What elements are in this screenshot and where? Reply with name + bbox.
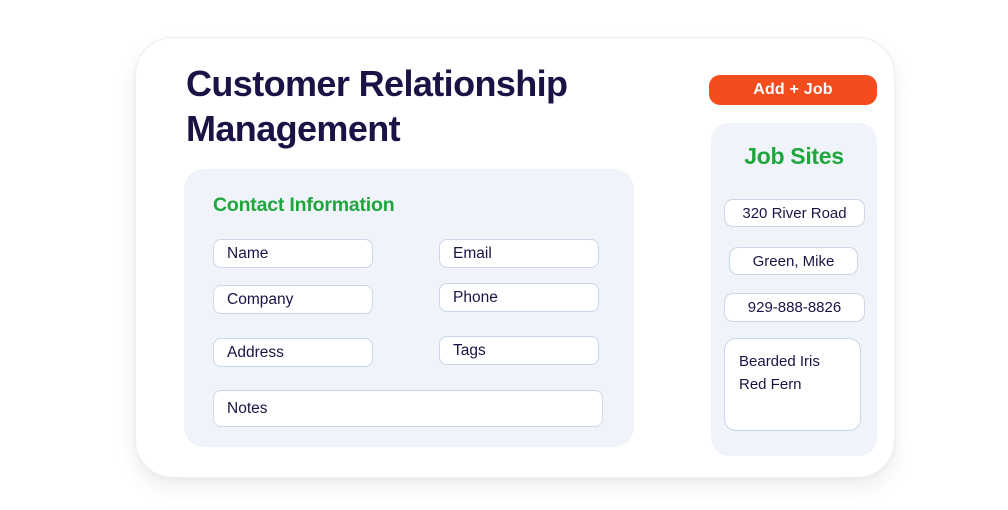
address-field[interactable]: Address xyxy=(213,338,373,367)
phone-field[interactable]: Phone xyxy=(439,283,599,312)
job-site-item-contact[interactable]: Green, Mike xyxy=(729,247,858,275)
job-site-item-phone[interactable]: 929-888-8826 xyxy=(724,293,865,322)
job-sites-panel: Job Sites 320 River Road Green, Mike 929… xyxy=(711,123,877,456)
add-job-button[interactable]: Add + Job xyxy=(709,75,877,105)
job-sites-heading: Job Sites xyxy=(744,143,844,169)
page-title: Customer Relationship Management xyxy=(186,63,568,149)
name-field[interactable]: Name xyxy=(213,239,373,268)
notes-field[interactable]: Notes xyxy=(213,390,603,427)
email-field[interactable]: Email xyxy=(439,239,599,268)
contact-information-panel: Contact Information Name Email Company P… xyxy=(184,169,634,447)
tags-field[interactable]: Tags xyxy=(439,336,599,365)
job-site-item-notes[interactable]: Bearded Iris Red Fern xyxy=(724,338,861,431)
job-site-item-address[interactable]: 320 River Road xyxy=(724,199,865,227)
company-field[interactable]: Company xyxy=(213,285,373,314)
contact-information-heading: Contact Information xyxy=(213,194,395,216)
crm-card: Customer Relationship Management Add + J… xyxy=(135,37,895,478)
